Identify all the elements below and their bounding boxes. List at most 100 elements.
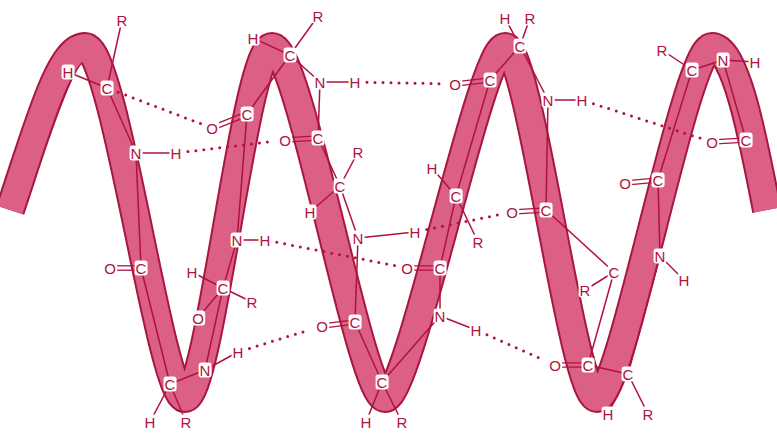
single-bond bbox=[546, 210, 614, 272]
atom-label: R bbox=[524, 11, 537, 26]
atom-label: H bbox=[602, 407, 615, 422]
atom-label: R bbox=[472, 235, 485, 250]
single-bond bbox=[723, 60, 746, 140]
atom-label: N bbox=[654, 249, 667, 264]
hydrogen-bond bbox=[427, 214, 500, 229]
single-bond bbox=[658, 180, 660, 256]
atom-label: H bbox=[678, 273, 691, 288]
atom-label: R bbox=[116, 13, 129, 28]
hydrogen-bond bbox=[277, 242, 395, 265]
atom-label: C bbox=[582, 358, 595, 373]
atom-label: N bbox=[130, 146, 143, 161]
atom-label: R bbox=[642, 407, 655, 422]
atom-label: C bbox=[450, 189, 463, 204]
atom-label: C bbox=[622, 367, 635, 382]
atom-label: H bbox=[576, 93, 589, 108]
atom-label: C bbox=[540, 203, 553, 218]
atom-label: O bbox=[278, 133, 292, 148]
hydrogen-bond bbox=[188, 141, 273, 151]
atom-label: H bbox=[409, 225, 422, 240]
atom-label: R bbox=[656, 43, 669, 58]
hydrogen-bond bbox=[487, 335, 544, 360]
atom-label: O bbox=[315, 319, 329, 334]
atom-label: H bbox=[470, 323, 483, 338]
single-bond bbox=[358, 232, 415, 238]
atom-label: O bbox=[103, 261, 117, 276]
atom-label: H bbox=[170, 146, 183, 161]
atom-label: N bbox=[434, 309, 447, 324]
single-bond bbox=[440, 196, 456, 268]
single-bond bbox=[628, 256, 660, 374]
atom-label: O bbox=[548, 358, 562, 373]
atom-label: H bbox=[349, 75, 362, 90]
atom-label: C bbox=[312, 131, 325, 146]
atom-label: H bbox=[360, 415, 373, 430]
atom-label: H bbox=[232, 345, 245, 360]
atom-label: H bbox=[62, 65, 75, 80]
atom-label: C bbox=[334, 179, 347, 194]
atom-label: C bbox=[686, 63, 699, 78]
atom-label: C bbox=[241, 107, 254, 122]
atom-label: R bbox=[180, 415, 193, 430]
atom-label: H bbox=[144, 415, 157, 430]
atom-label: H bbox=[426, 161, 439, 176]
atom-label: C bbox=[164, 377, 177, 392]
atom-label: C bbox=[514, 39, 527, 54]
helix-ribbon bbox=[10, 47, 767, 398]
atom-label: H bbox=[499, 11, 512, 26]
atom-label: O bbox=[618, 176, 632, 191]
atom-label: C bbox=[376, 375, 389, 390]
atom-label: R bbox=[579, 283, 592, 298]
atom-label: C bbox=[434, 261, 447, 276]
atom-label: R bbox=[246, 295, 259, 310]
single-bond bbox=[141, 268, 170, 384]
atom-label: C bbox=[484, 73, 497, 88]
atom-label: C bbox=[740, 133, 753, 148]
atom-label: R bbox=[396, 415, 409, 430]
hydrogen-bonds bbox=[118, 82, 700, 360]
hydrogen-bond bbox=[367, 82, 443, 84]
single-bond bbox=[107, 88, 136, 153]
atom-label: N bbox=[199, 363, 212, 378]
atom-label: C bbox=[217, 281, 230, 296]
hydrogen-bond bbox=[118, 92, 201, 123]
atom-label: C bbox=[284, 48, 297, 63]
atom-label: O bbox=[400, 261, 414, 276]
single-bond bbox=[456, 80, 490, 196]
single-bond bbox=[588, 272, 614, 365]
single-bond bbox=[382, 316, 440, 382]
hydrogen-bond bbox=[249, 330, 310, 349]
atom-label: H bbox=[247, 31, 260, 46]
atom-label: H bbox=[749, 55, 762, 70]
atom-label: N bbox=[542, 93, 555, 108]
hydrogen-bond bbox=[593, 104, 700, 139]
single-bond bbox=[355, 238, 358, 322]
atom-label: C bbox=[135, 261, 148, 276]
single-bond bbox=[136, 153, 141, 268]
bond-lines bbox=[68, 16, 755, 422]
atom-label: R bbox=[352, 145, 365, 160]
atom-label: O bbox=[191, 311, 205, 326]
atom-label: N bbox=[352, 231, 365, 246]
atom-label: O bbox=[505, 205, 519, 220]
atom-label: O bbox=[205, 121, 219, 136]
helix-ribbon-edge bbox=[10, 47, 767, 398]
atom-label: R bbox=[312, 9, 325, 24]
atom-label: C bbox=[101, 81, 114, 96]
atom-label: C bbox=[608, 265, 621, 280]
atom-label: H bbox=[304, 205, 317, 220]
atom-label: N bbox=[717, 53, 730, 68]
atom-label: O bbox=[705, 135, 719, 150]
single-bond bbox=[247, 55, 290, 114]
single-bond bbox=[205, 288, 223, 370]
atom-label: O bbox=[448, 77, 462, 92]
single-bond bbox=[546, 100, 548, 210]
atom-label: N bbox=[314, 75, 327, 90]
single-bond bbox=[107, 20, 122, 88]
atom-label: C bbox=[349, 315, 362, 330]
atom-label: C bbox=[652, 173, 665, 188]
atom-label: N bbox=[231, 233, 244, 248]
